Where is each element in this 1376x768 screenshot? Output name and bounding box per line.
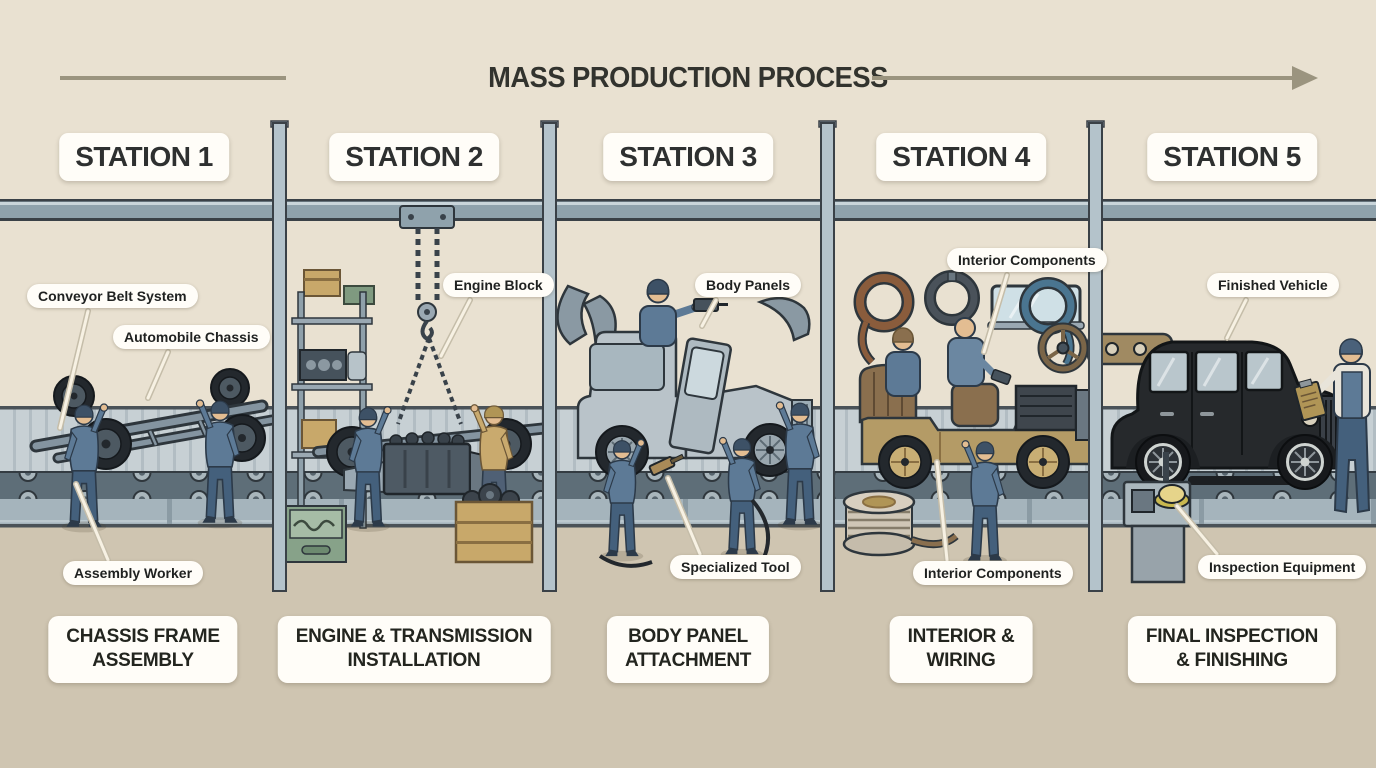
callout-interior-components-top: Interior Components [947,248,1107,272]
specialized-tool-illustration [648,453,685,476]
process-label-station-4: INTERIOR & WIRING [889,616,1033,683]
process-label-station-2: ENGINE & TRANSMISSION INSTALLATION [277,616,551,683]
process-line: ATTACHMENT [624,650,752,672]
support-pillars [270,120,1105,592]
process-line: INSTALLATION [347,650,481,672]
held-fender-panel [756,296,811,342]
air-hose [598,554,653,568]
finished-vehicle-illustration [1110,340,1350,490]
station-1-header: STATION 1 [59,133,229,181]
interior-worker [885,327,921,397]
callout-body-panels: Body Panels [695,273,802,297]
station5-scene [1110,338,1371,584]
callout-assembly-worker: Assembly Worker [63,561,204,585]
arrow-right-icon [1292,66,1318,90]
wire-coil-brown [853,271,915,366]
process-label-station-3: BODY PANEL ATTACHMENT [606,616,770,683]
process-label-station-1: CHASSIS FRAME ASSEMBLY [48,616,238,683]
steering-wheel [1037,322,1089,374]
inspection-machine [1122,452,1192,584]
wire-coil-dark [924,270,980,326]
process-label-station-5: FINAL INSPECTION & FINISHING [1127,616,1337,683]
interior-worker [947,317,1012,387]
process-line: BODY PANEL [628,626,748,647]
callout-automobile-chassis: Automobile Chassis [113,325,270,349]
station4-scene [842,270,1174,567]
station2-scene [285,205,554,564]
inspector-worker [1293,338,1371,514]
process-line: INTERIOR & [907,626,1015,647]
callout-leader-lines [57,272,1249,563]
callout-interior-components-bottom: Interior Components [913,561,1073,585]
callout-engine-block: Engine Block [443,273,554,297]
ceiling-beam [0,199,1376,221]
station-5-header: STATION 5 [1147,133,1317,181]
process-line: CHASSIS FRAME [66,626,220,647]
station1-scene [29,368,278,534]
station-2-header: STATION 2 [329,133,499,181]
callout-finished-vehicle: Finished Vehicle [1207,273,1339,297]
station-3-header: STATION 3 [603,133,773,181]
engine-hoist [396,205,463,425]
spare-fender-panel [556,284,590,346]
callout-specialized-tool: Specialized Tool [670,555,801,579]
station-4-header: STATION 4 [876,133,1046,181]
station3-scene [556,278,824,568]
parts-crate [454,483,534,564]
process-line: ASSEMBLY [92,650,194,672]
wire-spool [842,489,959,557]
car-body-shell [576,330,813,479]
process-line: & FINISHING [1176,650,1288,672]
title-rule-right [872,76,1294,80]
engine-block-illustration [343,431,505,496]
process-line: ENGINE & TRANSMISSION [295,626,533,647]
page-title: MASS PRODUCTION PROCESS [488,62,888,94]
callout-inspection-equipment: Inspection Equipment [1198,555,1367,579]
process-line: FINAL INSPECTION [1145,626,1319,647]
title-rule-left [60,76,286,80]
gear-crate [285,505,347,563]
callout-conveyor-belt-system: Conveyor Belt System [27,284,198,308]
process-line: WIRING [926,650,996,672]
